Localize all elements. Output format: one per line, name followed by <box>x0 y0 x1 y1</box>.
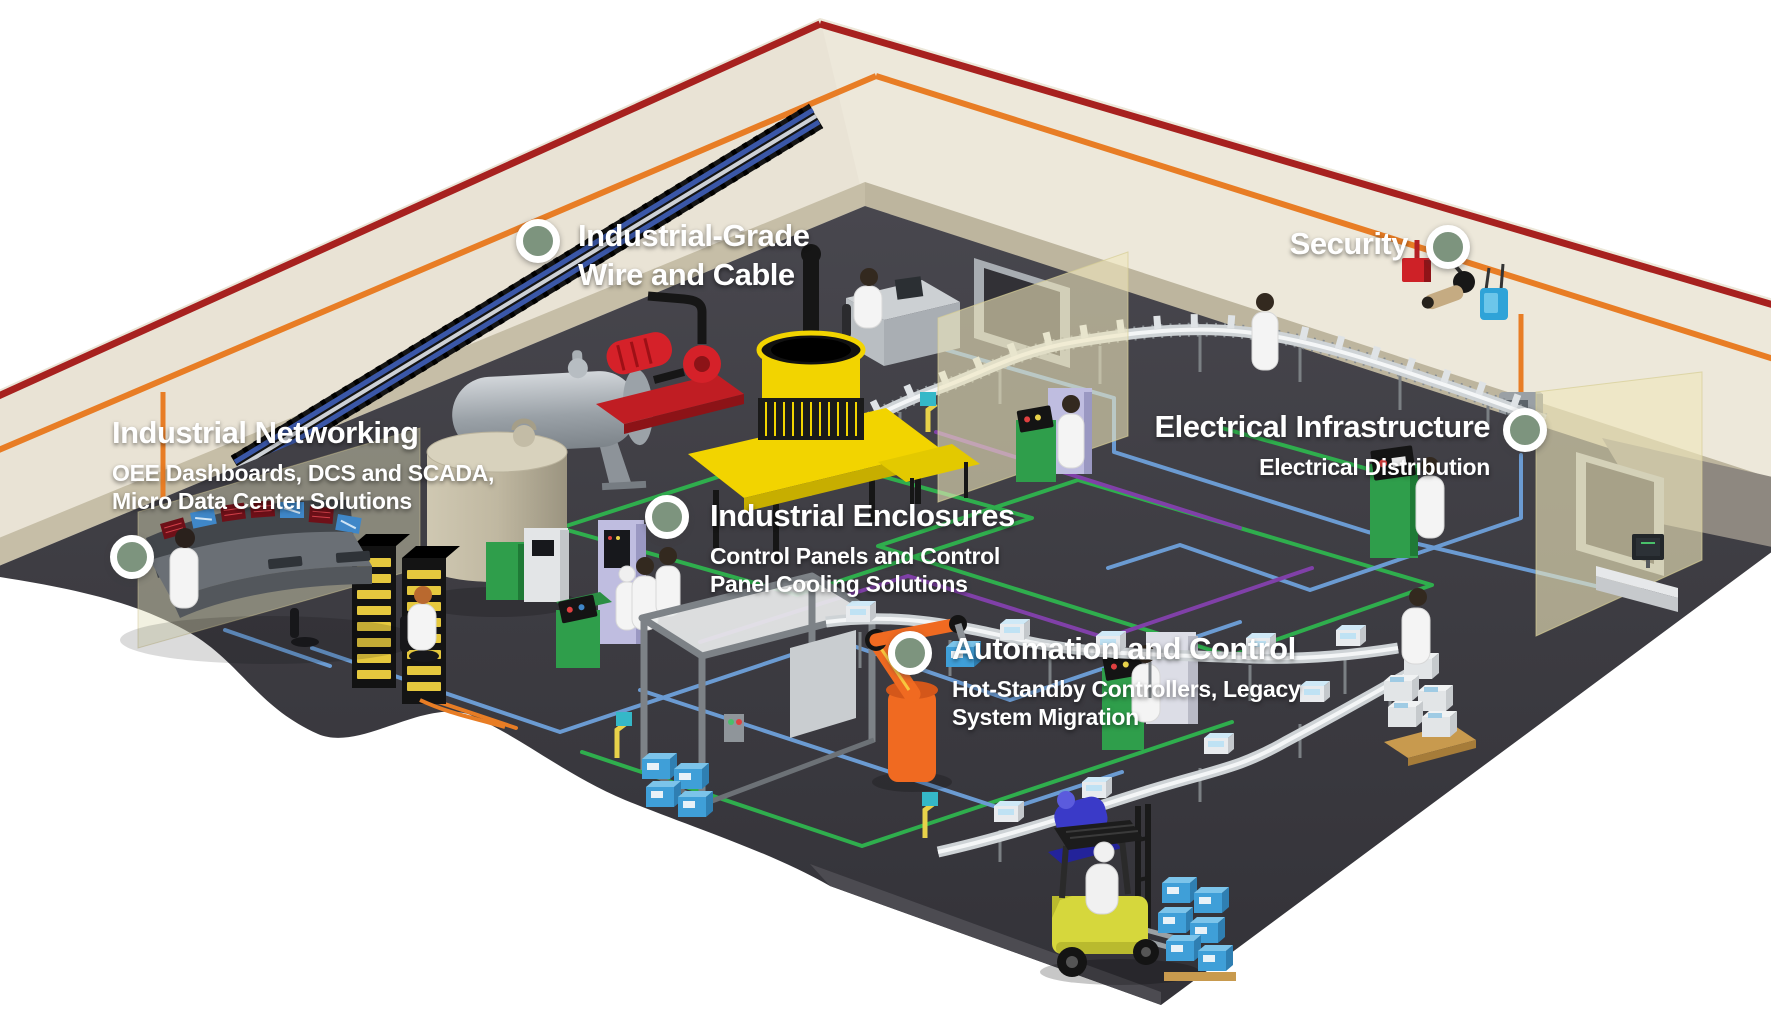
enclosure-station-center <box>1016 388 1092 482</box>
callout-title-line: Security <box>1289 226 1409 261</box>
callout-title-line: Industrial Enclosures <box>710 498 1015 533</box>
callout-industrial-enclosures: Industrial Enclosures Control Panels and… <box>710 496 1015 598</box>
cable-tray <box>230 103 824 481</box>
forklift-driver <box>1085 863 1119 915</box>
factory-floor <box>0 206 1771 1005</box>
callout-subtitle-line: Control Panels and Control <box>710 543 1000 569</box>
worker <box>853 285 883 329</box>
callout-industrial-grade-wire-and-cable: Industrial-Grade Wire and Cable <box>578 216 810 294</box>
hotspot-marker-electrical-infrastructure[interactable] <box>1503 408 1547 452</box>
wall-workstation <box>1596 534 1678 612</box>
callout-title-line: Industrial-Grade <box>578 218 810 253</box>
callout-subtitle-line: Panel Cooling Solutions <box>710 571 968 597</box>
enclosure-station-left <box>486 520 681 668</box>
worker <box>1415 475 1445 539</box>
hotspot-marker-industrial-grade-wire-and-cable[interactable] <box>516 219 560 263</box>
callout-title-line: Automation and Control <box>952 631 1296 666</box>
industrial-mixer <box>688 244 980 560</box>
operator <box>169 547 199 609</box>
electrical-distribution-station <box>1370 445 1445 558</box>
worker <box>1057 413 1085 469</box>
bottling-conveyor <box>769 314 1548 496</box>
callout-subtitle-line: OEE Dashboards, DCS and SCADA, <box>112 460 495 486</box>
box-conveyor-mid <box>825 601 1399 701</box>
callout-subtitle-line: System Migration <box>952 704 1139 730</box>
line-sensor <box>920 392 936 406</box>
callout-security: Security <box>1289 224 1409 263</box>
callout-title-line: Wire and Cable <box>578 257 795 292</box>
callout-subtitle-line: Electrical Distribution <box>1259 454 1490 480</box>
controller-station <box>1102 632 1198 750</box>
glass-partition-right <box>1535 371 1703 637</box>
hotspot-marker-industrial-networking[interactable] <box>110 535 154 579</box>
callout-subtitle-line: Hot-Standby Controllers, Legacy <box>952 676 1301 702</box>
worker <box>1131 663 1161 723</box>
hotspot-marker-automation-and-control[interactable] <box>888 631 932 675</box>
process-pump <box>596 291 744 434</box>
hotspot-marker-industrial-enclosures[interactable] <box>645 495 689 539</box>
hotspot-marker-security[interactable] <box>1426 225 1470 269</box>
pallet-station <box>1384 588 1476 766</box>
forklift <box>1040 804 1200 985</box>
alarm-box <box>1402 258 1430 282</box>
worker-walking <box>1251 293 1279 371</box>
worker <box>1401 607 1431 665</box>
security-devices <box>1402 240 1508 320</box>
operator-seated <box>407 603 437 651</box>
callout-title-line: Industrial Networking <box>112 415 419 450</box>
callout-electrical-infrastructure: Electrical Infrastructure Electrical Dis… <box>1154 407 1490 481</box>
callout-title-line: Electrical Infrastructure <box>1154 409 1490 444</box>
machine-cabin <box>614 572 876 807</box>
blue-box-stack-forklift <box>1158 877 1236 981</box>
control-room-console <box>120 499 506 729</box>
callout-subtitle-line: Micro Data Center Solutions <box>112 488 412 514</box>
callout-industrial-networking: Industrial Networking OEE Dashboards, DC… <box>112 413 494 515</box>
callout-automation-and-control: Automation and Control Hot-Standby Contr… <box>952 629 1301 731</box>
